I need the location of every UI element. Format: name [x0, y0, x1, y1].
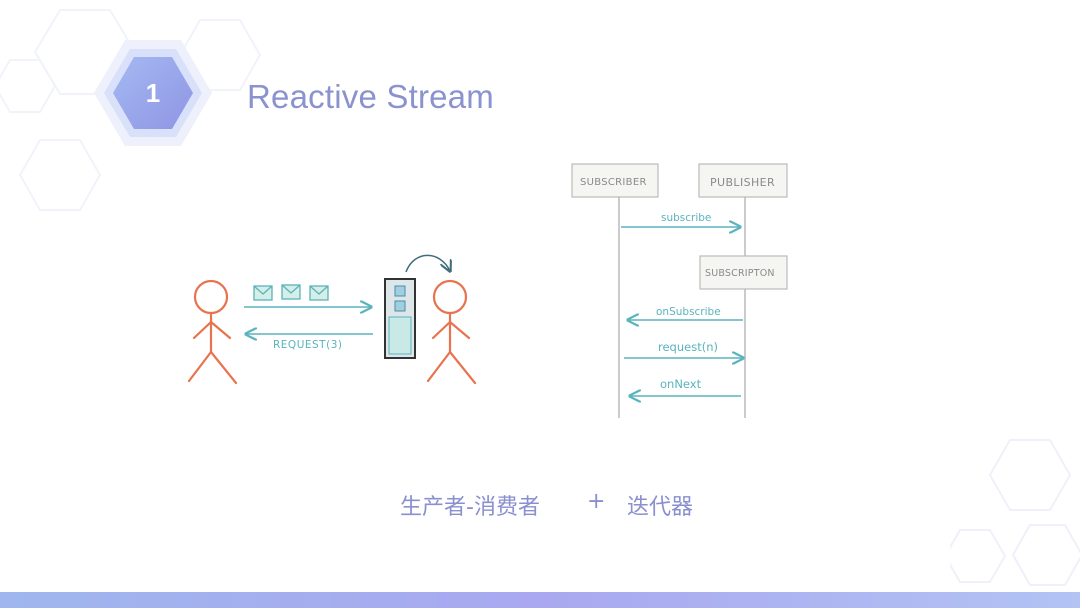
slide-title: Reactive Stream — [247, 78, 494, 115]
subscription-label: SUBSCRIPTON — [705, 268, 775, 279]
envelope-icon — [309, 285, 329, 301]
consume-curved-arrow — [405, 254, 450, 272]
background-hexagon-pattern-right — [950, 439, 1080, 586]
onsubscribe-message-label: onSubscribe — [656, 306, 721, 318]
publisher-label: PUBLISHER — [710, 176, 775, 189]
envelope-icon — [253, 285, 273, 301]
publisher-box — [698, 163, 788, 198]
caption-producer-consumer: 生产者-消费者 — [400, 495, 540, 520]
envelope-icon — [281, 284, 301, 300]
buffer-queue — [384, 278, 416, 359]
left-stick-figure — [187, 279, 238, 385]
section-number: 1 — [145, 77, 161, 108]
caption-iterator: 迭代器 — [627, 495, 694, 520]
caption-plus: + — [587, 489, 606, 514]
subscriber-box — [571, 163, 659, 198]
onnext-message-label: onNext — [660, 377, 702, 391]
request-label: REQUEST(3) — [273, 339, 342, 351]
bottom-gradient-bar — [0, 592, 1080, 608]
section-number-badge — [94, 40, 212, 146]
right-stick-figure — [426, 279, 477, 385]
subscription-box — [699, 255, 788, 290]
caption: 生产者-消费者 + 迭代器 — [0, 489, 1080, 521]
subscriber-label: SUBSCRIBER — [580, 177, 647, 188]
message-envelopes — [253, 284, 329, 301]
request-message-label: request(n) — [658, 340, 718, 354]
subscribe-message-label: subscribe — [661, 212, 711, 224]
